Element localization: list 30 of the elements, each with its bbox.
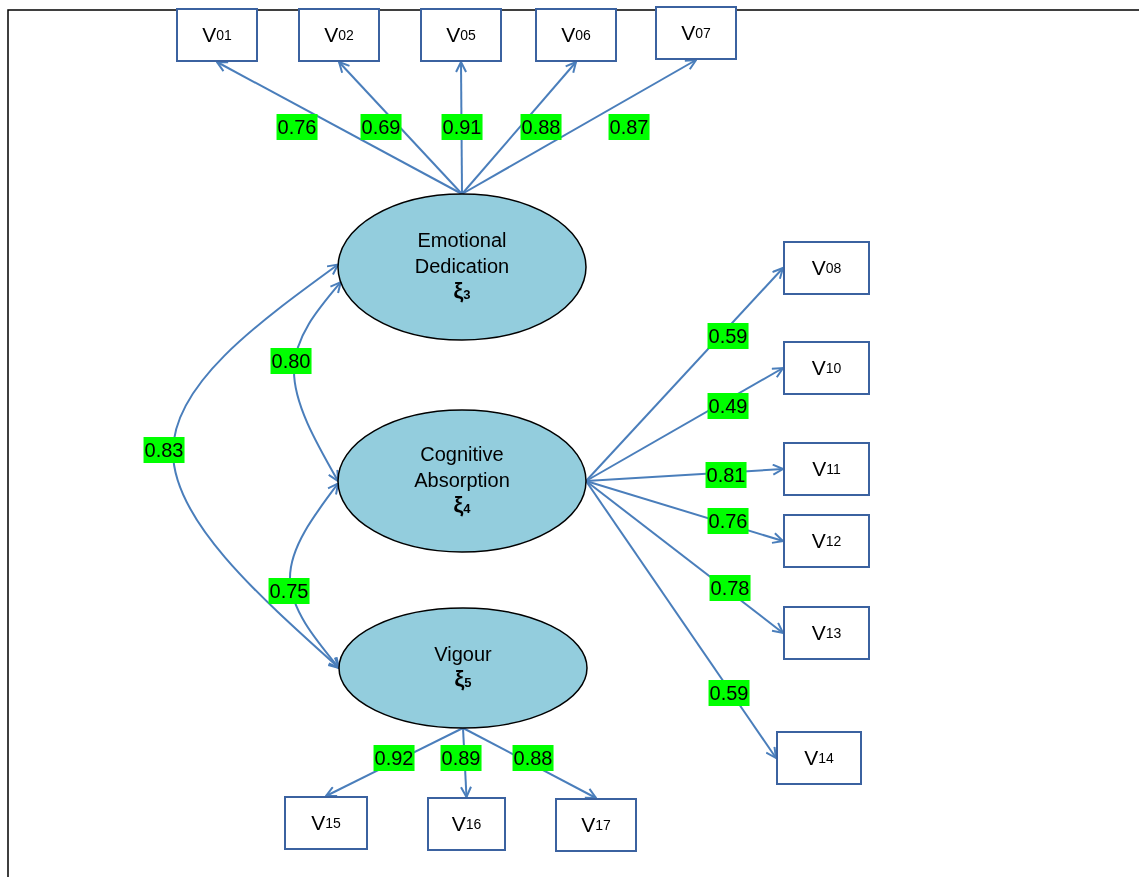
- edge-label: 0.59: [707, 323, 749, 349]
- edge-label: 0.76: [276, 114, 318, 140]
- loading-arrow: [461, 59, 697, 195]
- covariance-arrow: [289, 482, 340, 669]
- factor-name: Vigour: [434, 642, 492, 667]
- loading-arrow: [461, 61, 577, 195]
- edge-label: 0.81: [705, 462, 747, 488]
- edge-label: 0.59: [708, 680, 750, 706]
- loading-arrow: [338, 61, 463, 195]
- edge-label: 0.88: [512, 745, 554, 771]
- edge-label: 0.92: [373, 745, 415, 771]
- edge-label: 0.91: [441, 114, 483, 140]
- edge-label: 0.83: [143, 437, 185, 463]
- latent-variable-ellipse: [338, 607, 588, 729]
- factor-name: Emotional Dedication: [413, 228, 511, 279]
- edge-label: 0.76: [707, 508, 749, 534]
- edge-label: 0.75: [268, 578, 310, 604]
- edge-label: 0.49: [707, 393, 749, 419]
- edge-label: 0.88: [520, 114, 562, 140]
- latent-variable-ellipse: [337, 409, 587, 553]
- loading-arrow: [585, 267, 784, 482]
- edge-label: 0.87: [608, 114, 650, 140]
- edge-label: 0.80: [270, 348, 312, 374]
- covariance-arrow: [172, 263, 340, 669]
- edge-label: 0.89: [440, 745, 482, 771]
- edge-label: 0.69: [360, 114, 402, 140]
- covariance-arrow: [293, 281, 342, 482]
- latent-variable-ellipse: [337, 193, 587, 341]
- factor-name: Cognitive Absorption: [413, 442, 511, 493]
- edge-label: 0.78: [709, 575, 751, 601]
